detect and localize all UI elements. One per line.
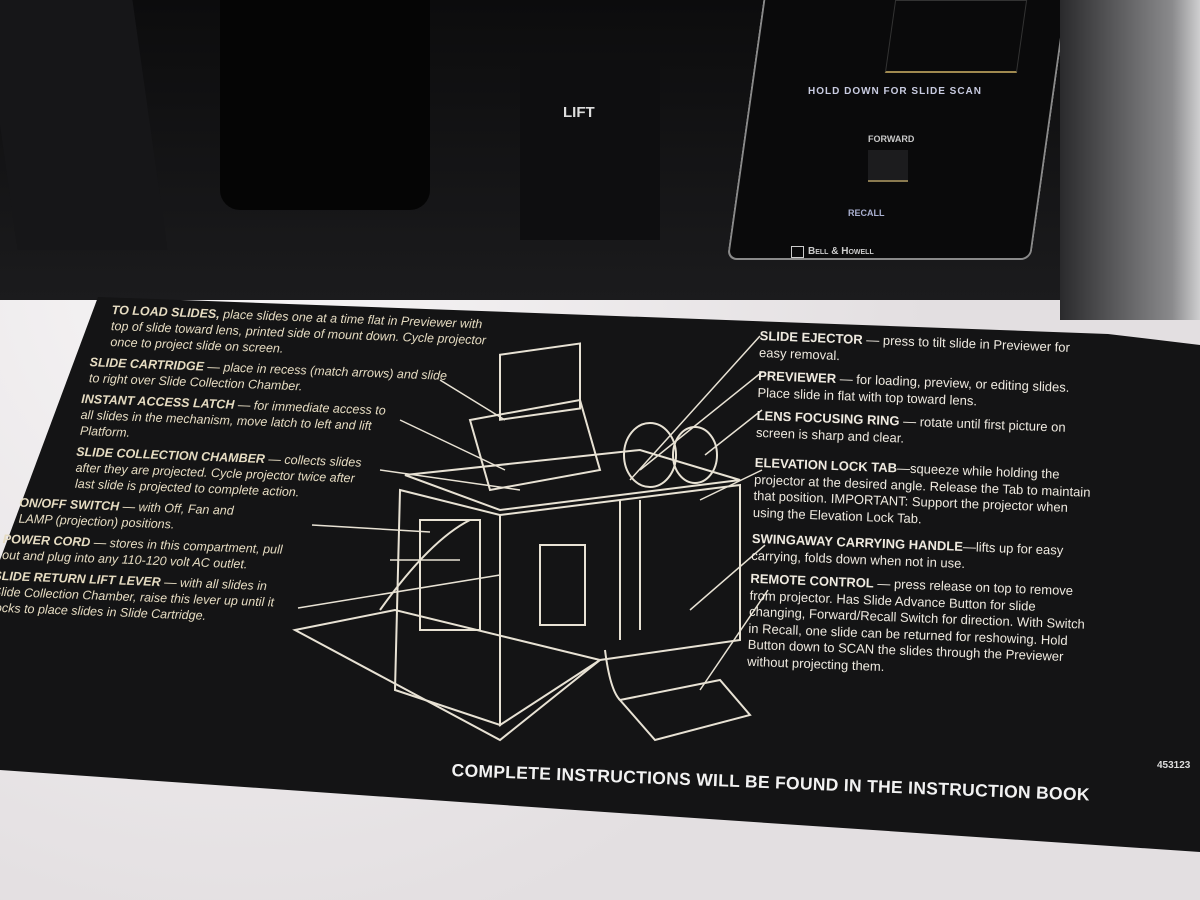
instruction-title: SLIDE CARTRIDGE [89, 355, 205, 374]
instruction-title: TO LOAD SLIDES, [111, 302, 221, 322]
slide-scan-label: HOLD DOWN FOR SLIDE SCAN [808, 86, 982, 97]
instruction-previewer: PREVIEWER — for loading, preview, or edi… [757, 368, 1098, 414]
power-cord-compartment [220, 0, 430, 210]
remote-control-drawing [618, 678, 752, 742]
left-instructions: TO LOAD SLIDES, place slides one at a ti… [0, 302, 502, 640]
projector-outline [292, 342, 752, 742]
instruction-title: PREVIEWER [757, 367, 837, 386]
callout-lines [297, 335, 769, 691]
part-number: 453123 [1157, 760, 1191, 771]
brand-name: Bell & Howell [808, 246, 874, 257]
forward-recall-switch[interactable] [868, 150, 908, 182]
instruction-swingaway-handle: SWINGAWAY CARRYING HANDLE—lifts up for e… [751, 531, 1092, 577]
instruction-slide-collection-chamber: SLIDE COLLECTION CHAMBER — collects slid… [75, 444, 377, 503]
instruction-instant-access-latch: INSTANT ACCESS LATCH — for immediate acc… [80, 391, 387, 451]
instruction-title: POWER CORD [2, 531, 91, 550]
instruction-text: — press release on top to remove from pr… [746, 575, 1086, 674]
lift-lever[interactable] [520, 60, 660, 240]
brand-logo-icon [791, 246, 804, 258]
instruction-lens-focusing-ring: LENS FOCUSING RING — rotate until first … [756, 408, 1097, 454]
instruction-title: ON/OFF SWITCH [18, 495, 120, 514]
projector-case: LIFT HOLD DOWN FOR SLIDE SCAN FORWARD RE… [0, 0, 1200, 320]
lift-label: LIFT [563, 104, 595, 121]
forward-label: FORWARD [868, 134, 915, 144]
right-instructions: SLIDE EJECTOR — press to tilt slide in P… [747, 328, 1100, 690]
recall-label: RECALL [848, 208, 885, 218]
case-right-wall [1060, 0, 1200, 320]
instruction-remote-control: REMOTE CONTROL — press release on top to… [747, 571, 1091, 683]
instruction-elevation-lock-tab: ELEVATION LOCK TAB—squeeze while holding… [753, 455, 1095, 534]
